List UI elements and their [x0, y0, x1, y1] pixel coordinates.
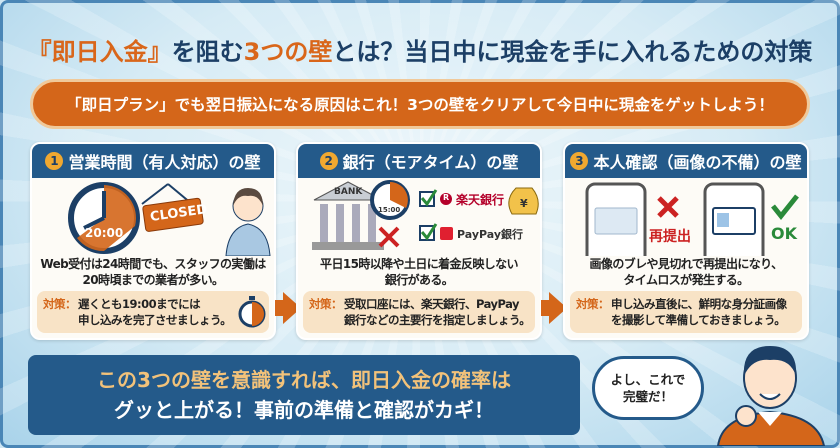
tip-label: 対策： — [576, 297, 610, 311]
clock-label: 20:00 — [85, 226, 124, 240]
number-badge: 1 — [45, 152, 64, 170]
title-highlight: 『即日入金』 — [27, 38, 172, 66]
tip-label: 対策： — [43, 297, 77, 311]
desc-line: タイムロスが発生する。 — [623, 273, 749, 287]
desc-line: 平日15時以降や土日に着金反映しない — [320, 257, 519, 271]
bank-clock-icon — [312, 180, 539, 250]
title-text: とは？当日中に現金を手に入れるための対策 — [332, 38, 813, 66]
summary-line: この3つの壁を意識すれば、即日入金の確率は — [97, 368, 511, 392]
tip-line: 遅くとも19:00までには — [78, 297, 201, 311]
illustration: BANK 15:00 R 楽天銀行 PayPay銀行 ¥ — [298, 178, 540, 256]
countermeasure-box: 対策：遅くとも19:00までには申し込みを完了させましょう。 — [37, 291, 269, 333]
illustration: 20:00 CLOSED — [32, 178, 274, 256]
tip-line: 申し込みを完了させましょう。 — [78, 313, 232, 327]
tip-line: 申し込み直後に、鮮明な身分証画像 — [611, 297, 787, 311]
id-photo-comparison-icon — [585, 182, 799, 256]
tip-line: 銀行などの主要行を指定しましょう。 — [344, 313, 531, 327]
clock-label: 15:00 — [378, 206, 401, 214]
speech-bubble: よし、これで 完璧だ！ — [592, 356, 704, 420]
speech-line: よし、これで — [610, 372, 686, 387]
summary-box: この3つの壁を意識すれば、即日入金の確率は グッと上がる！事前の準備と確認がカギ… — [28, 355, 580, 435]
card-title: 営業時間（有人対応）の壁 — [68, 153, 261, 172]
tip-label: 対策： — [309, 297, 343, 311]
page-title: 『即日入金』を阻む3つの壁とは？当日中に現金を手に入れるための対策 — [20, 32, 820, 67]
tip-line: を撮影して準備しておきましょう。 — [611, 313, 786, 327]
desc-line: 画像のブレや見切れで再提出になり、 — [589, 257, 784, 271]
bank-option-paypay: PayPay銀行 — [457, 228, 524, 241]
stopwatch-icon — [238, 296, 266, 328]
number-badge: 2 — [319, 152, 338, 170]
apologizing-staff-icon — [225, 188, 271, 256]
money-bag-icon: ¥ — [520, 197, 528, 210]
desc-line: 20時頃までの業者が多い。 — [82, 273, 225, 287]
card-description: 画像のブレや見切れで再提出になり、タイムロスが発生する。 — [565, 256, 807, 288]
bank-option-rakuten: 楽天銀行 — [456, 193, 505, 207]
tip-line: 受取口座には、楽天銀行、PayPay — [344, 297, 520, 311]
card-title: 銀行（モアタイム）の壁 — [342, 153, 519, 172]
subtitle-banner: 「即日プラン」でも翌日振込になる原因はこれ！3つの壁をクリアして今日中に現金をゲ… — [30, 79, 810, 129]
card-title: 本人確認（画像の不備）の壁 — [593, 153, 802, 172]
speech-line: 完璧だ！ — [622, 389, 673, 404]
illustration: 再提出 OK — [565, 178, 807, 256]
arrow-bar — [275, 300, 285, 316]
ok-label: OK — [771, 224, 797, 243]
countermeasure-box: 対策：受取口座には、楽天銀行、PayPay 銀行などの主要行を指定しましょう。 — [303, 291, 535, 333]
arrow-right-icon — [549, 292, 567, 324]
title-highlight: 3つの壁 — [243, 38, 333, 66]
confident-man-icon — [716, 346, 826, 446]
desc-line: Web受付は24時間でも、スタッフの実働は — [40, 257, 266, 271]
rakuten-logo-icon: R — [443, 193, 450, 202]
arrow-bar — [541, 300, 551, 316]
clock-closed-sign-icon — [68, 182, 204, 254]
desc-line: 銀行がある。 — [384, 273, 454, 287]
countermeasure-box: 対策：申し込み直後に、鮮明な身分証画像を撮影して準備しておきましょう。 — [570, 291, 802, 333]
summary-line: グッと上がる！事前の準備と確認がカギ！ — [114, 398, 494, 422]
title-text: を阻む — [171, 38, 244, 66]
card-description: 平日15時以降や土日に着金反映しない銀行がある。 — [298, 256, 540, 288]
number-badge: 3 — [570, 152, 589, 170]
card-description: Web受付は24時間でも、スタッフの実働は 20時頃までの業者が多い。 — [32, 256, 274, 288]
bank-label: BANK — [334, 187, 363, 197]
resubmit-label: 再提出 — [649, 229, 691, 245]
